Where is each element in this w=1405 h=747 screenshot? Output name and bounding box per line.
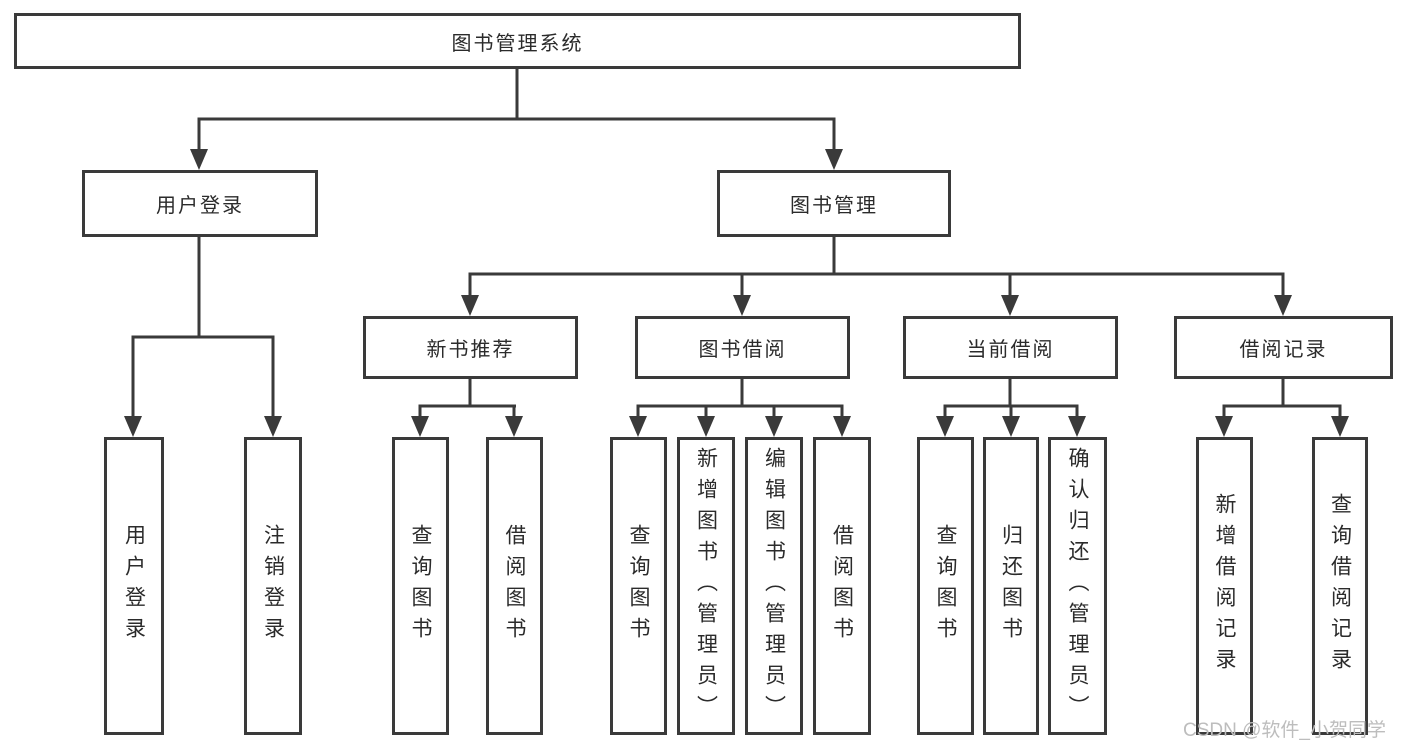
leaf-query-books-1: 查询图书 — [392, 437, 449, 735]
arrow-down-icon — [1002, 416, 1020, 437]
arrow-down-icon — [190, 149, 208, 170]
arrowheads — [124, 149, 1349, 437]
arrow-down-icon — [1001, 295, 1019, 316]
node-borrow-records: 借阅记录 — [1174, 316, 1393, 379]
arrow-down-icon — [833, 416, 851, 437]
node-label: 图书借阅 — [698, 339, 787, 361]
leaf-label: 查询图书 — [627, 524, 650, 648]
node-current-borrow: 当前借阅 — [903, 316, 1118, 379]
node-label: 当前借阅 — [966, 339, 1055, 361]
leaf-label: 查询图书 — [934, 524, 957, 648]
node-label: 图书管理系统 — [451, 32, 584, 55]
leaf-label: 新增图书（管理员） — [694, 446, 718, 726]
arrow-down-icon — [1331, 416, 1349, 437]
leaf-label: 借阅图书 — [830, 524, 854, 648]
leaf-label: 用户登录 — [122, 524, 146, 648]
arrow-down-icon — [936, 416, 954, 437]
leaf-label: 新增借阅记录 — [1213, 493, 1236, 679]
leaf-add-book-admin: 新增图书（管理员） — [677, 437, 735, 735]
leaf-label: 注销登录 — [261, 524, 285, 648]
leaf-query-books-2: 查询图书 — [610, 437, 667, 735]
node-new-book-recommend: 新书推荐 — [363, 316, 578, 379]
leaf-label: 查询图书 — [409, 524, 432, 648]
csdn-watermark: CSDN @软件_小贺同学 — [1183, 720, 1386, 741]
arrow-down-icon — [1274, 295, 1292, 316]
arrow-down-icon — [1068, 416, 1086, 437]
arrow-down-icon — [697, 416, 715, 437]
arrow-down-icon — [124, 416, 142, 437]
node-user-login: 用户登录 — [82, 170, 318, 237]
arrow-down-icon — [825, 149, 843, 170]
arrow-down-icon — [264, 416, 282, 437]
leaf-label: 归还图书 — [999, 524, 1023, 648]
leaf-add-borrow-record: 新增借阅记录 — [1196, 437, 1253, 735]
leaf-borrow-books-2: 借阅图书 — [813, 437, 871, 735]
leaf-label: 借阅图书 — [503, 524, 526, 648]
leaf-user-login: 用户登录 — [104, 437, 164, 735]
leaf-borrow-books-1: 借阅图书 — [486, 437, 543, 735]
arrow-down-icon — [411, 416, 429, 437]
arrow-down-icon — [765, 416, 783, 437]
arrow-down-icon — [505, 416, 523, 437]
arrow-down-icon — [629, 416, 647, 437]
node-label: 新书推荐 — [426, 339, 515, 361]
leaf-edit-book-admin: 编辑图书（管理员） — [745, 437, 803, 735]
arrow-down-icon — [733, 295, 751, 316]
arrow-down-icon — [1215, 416, 1233, 437]
node-label: 用户登录 — [156, 195, 244, 217]
leaf-return-book: 归还图书 — [983, 437, 1039, 735]
leaf-label: 查询借阅记录 — [1328, 493, 1352, 679]
node-label: 借阅记录 — [1239, 339, 1328, 361]
leaf-confirm-return-admin: 确认归还（管理员） — [1048, 437, 1107, 735]
arrow-down-icon — [461, 295, 479, 316]
leaf-label: 确认归还（管理员） — [1066, 446, 1089, 726]
node-book-management: 图书管理 — [717, 170, 951, 237]
node-book-borrow: 图书借阅 — [635, 316, 850, 379]
leaf-logout: 注销登录 — [244, 437, 302, 735]
leaf-query-books-3: 查询图书 — [917, 437, 974, 735]
leaf-label: 编辑图书（管理员） — [762, 446, 786, 726]
node-label: 图书管理 — [790, 195, 878, 217]
leaf-query-borrow-record: 查询借阅记录 — [1312, 437, 1368, 735]
node-root: 图书管理系统 — [14, 13, 1021, 69]
